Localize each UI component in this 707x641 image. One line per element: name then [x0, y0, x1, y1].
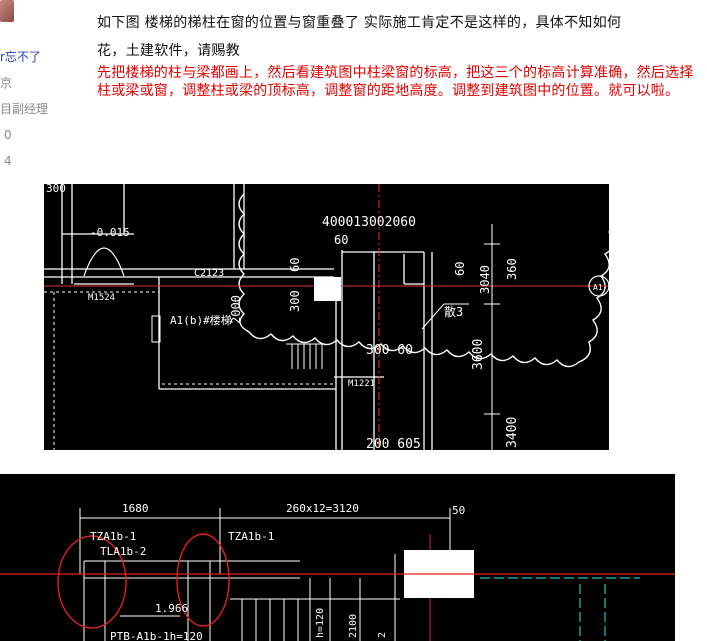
cad2-dim-1680: 1680	[122, 502, 149, 515]
cad1-dim-300-60: 300 60	[366, 343, 413, 358]
cad1-window-c2123: C2123	[194, 268, 224, 279]
cad1-dim-60a: 60	[334, 233, 348, 247]
cad-screenshot-section: 1680 260x12=3120 50 TZA1b-1 TLA1b-2 TZA1…	[0, 474, 675, 641]
username-link[interactable]: r忘不了	[0, 50, 41, 64]
stair-column	[314, 277, 341, 301]
answer-text: 先把楼梯的柱与梁都画上，然后看建筑图中柱梁窗的标高，把这三个的标高计算准确，然后…	[97, 65, 694, 99]
cad2-ptb: PTB-A1b-1h=120	[110, 630, 203, 641]
cad1-dim-60c: 60	[453, 262, 467, 276]
cad1-dim-3600: 3600	[471, 339, 486, 370]
cad2-dim-50: 50	[452, 504, 465, 517]
cad1-door-m1524: M1524	[88, 293, 115, 303]
cad1-dim-3040: 3040	[478, 265, 492, 294]
cad2-tza1b-1: TZA1b-1	[90, 530, 136, 543]
cad2-h120: h=120	[315, 608, 326, 638]
cad1-dim-3400: 3400	[505, 417, 520, 448]
cad2-dim-2100: 2100	[348, 614, 359, 638]
cad1-dims-top: 400013002060	[322, 215, 416, 230]
cad1-door-m1221: M1221	[348, 379, 375, 389]
cad2-dim-260x12: 260x12=3120	[286, 502, 359, 515]
cad2-tla1b-2: TLA1b-2	[100, 545, 146, 558]
question-text-line1: 如下图 楼梯的梯柱在窗的位置与窗重叠了 实际施工肯定不是这样的，具体不知如何	[97, 15, 622, 31]
cad1-dim-300b: 300	[288, 290, 302, 312]
author-sidebar: r忘不了 京 目副经理 0 4	[0, 0, 70, 200]
cad-plan-drawing: 300 -0.015 M1524 C2123 400013002060 60 6…	[44, 184, 609, 450]
cad-section-drawing: 1680 260x12=3120 50 TZA1b-1 TLA1b-2 TZA1…	[0, 502, 675, 641]
question-text-line2: 花，土建软件，请赐教	[97, 43, 240, 59]
cad1-dim-200-605: 200 605	[366, 437, 421, 450]
cad1-dim-60b: 60	[288, 258, 302, 272]
cad1-dim-300: 300	[46, 184, 66, 195]
user-stat-2: 4	[4, 154, 12, 168]
cad2-dim-2: 2	[377, 632, 388, 638]
cad1-san3: 散3	[444, 304, 463, 319]
cad2-level-1966: 1.966	[155, 602, 188, 615]
cad-screenshot-plan: 300 -0.015 M1524 C2123 400013002060 60 6…	[44, 184, 609, 450]
cad1-level: -0.015	[90, 226, 130, 239]
user-location: 京	[0, 76, 13, 90]
cad1-room-a1: A1(b)#楼梯	[170, 313, 232, 327]
cad2-tza1b-1b: TZA1b-1	[228, 530, 274, 543]
cad1-axis-bubble: A1-E	[593, 283, 609, 292]
cad1-dim-360: 360	[505, 258, 519, 280]
user-avatar[interactable]	[0, 0, 14, 22]
user-stat-1: 0	[4, 128, 12, 142]
user-role: 目副经理	[0, 102, 49, 116]
cad1-dim-2000: 2000	[229, 295, 243, 324]
